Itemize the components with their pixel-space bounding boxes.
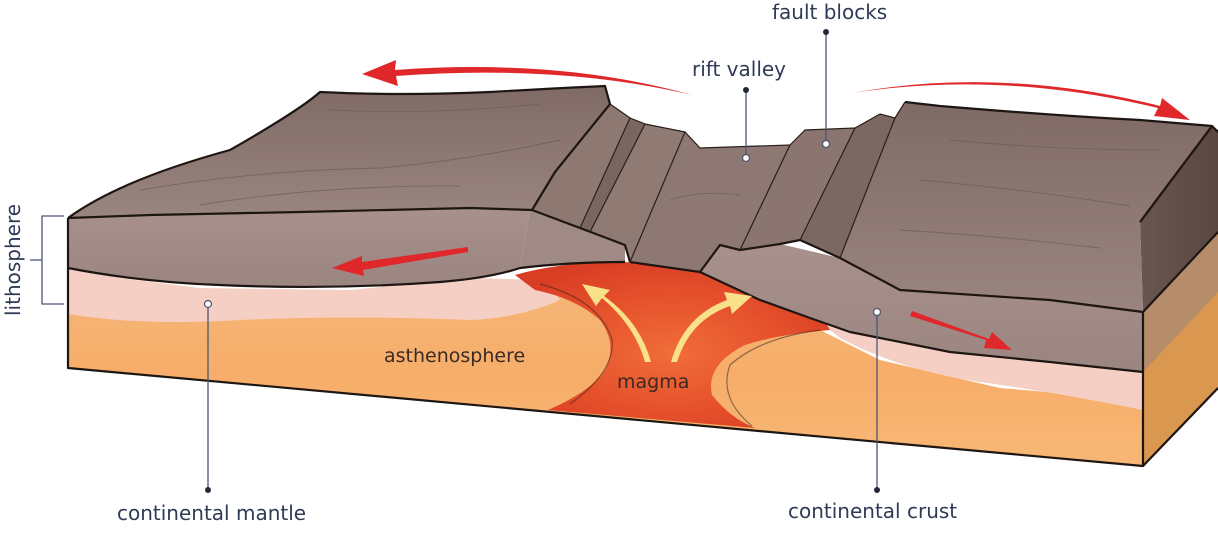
magma-arrow-right bbox=[671, 292, 752, 362]
rift-floor bbox=[630, 132, 790, 272]
label-magma: magma bbox=[617, 371, 689, 393]
right-side-face bbox=[1139, 124, 1218, 467]
label-lithosphere: lithosphere bbox=[1, 204, 25, 316]
arrow-top-left bbox=[362, 60, 692, 95]
label-asthenosphere: asthenosphere bbox=[384, 345, 525, 367]
right-fault-steps bbox=[740, 114, 895, 258]
lithosphere-bracket bbox=[30, 215, 64, 305]
label-continental-crust: continental crust bbox=[788, 499, 957, 523]
label-continental-mantle: continental mantle bbox=[117, 501, 306, 525]
right-plateau bbox=[840, 102, 1212, 312]
magma-arrow-left bbox=[582, 284, 651, 362]
leader-lines bbox=[203, 29, 882, 493]
left-fault-steps bbox=[532, 104, 685, 262]
label-fault-blocks: fault blocks bbox=[772, 0, 887, 24]
arrow-crust-left bbox=[332, 247, 468, 276]
crust-front-face bbox=[68, 208, 1143, 372]
magma-arrows bbox=[582, 284, 752, 362]
left-plateau bbox=[68, 86, 610, 218]
block-outlines bbox=[66, 84, 1214, 468]
arrow-crust-right bbox=[910, 311, 1012, 350]
label-rift-valley: rift valley bbox=[692, 57, 786, 81]
arrow-top-right bbox=[852, 82, 1190, 120]
spreading-arrows bbox=[332, 60, 1190, 350]
magma-plume bbox=[515, 262, 830, 428]
